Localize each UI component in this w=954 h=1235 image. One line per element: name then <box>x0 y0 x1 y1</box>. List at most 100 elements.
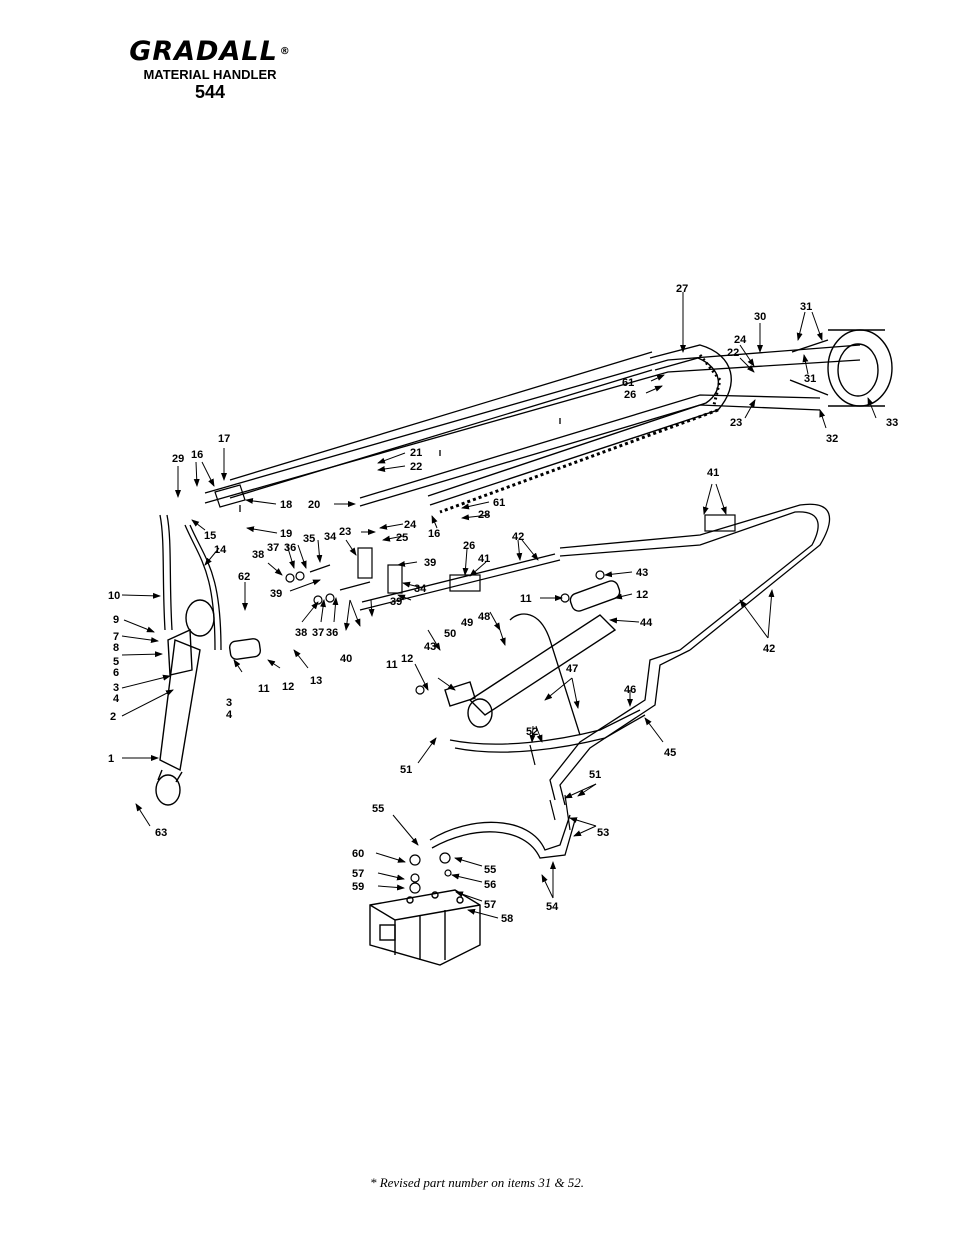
callout-22-top: 22 <box>727 347 739 359</box>
callout-4-right: 4 <box>226 709 233 721</box>
callout-41-right: 41 <box>707 467 719 479</box>
callout-12-mid: 12 <box>401 653 413 665</box>
left-tubes <box>159 514 222 651</box>
callout-39-left: 39 <box>270 588 282 600</box>
callout-26-top: 26 <box>624 389 636 401</box>
callout-63: 63 <box>155 827 167 839</box>
callout-62: 62 <box>238 571 250 583</box>
callout-45: 45 <box>664 747 676 759</box>
callout-36-bottom: 36 <box>326 627 338 639</box>
callout-6: 6 <box>113 667 119 679</box>
callout-16-mid: 16 <box>428 528 440 540</box>
brand-logo: GRADALL® <box>129 36 291 67</box>
callout-54: 54 <box>546 901 559 913</box>
callout-31-bottom: 31 <box>804 373 816 385</box>
callout-52: 52 <box>526 726 538 738</box>
callout-46: 46 <box>624 684 636 696</box>
callout-12-right: 12 <box>636 589 648 601</box>
callout-56: 56 <box>484 879 496 891</box>
callout-20: 20 <box>308 499 320 511</box>
callout-37-top: 37 <box>267 542 279 554</box>
callout-39-right-bottom: 39 <box>390 596 402 608</box>
callout-3-left: 3 <box>113 682 119 694</box>
callout-32: 32 <box>826 433 838 445</box>
callout-50: 50 <box>444 628 456 640</box>
callout-30: 30 <box>754 311 766 323</box>
callout-12-left: 12 <box>282 681 294 693</box>
callout-41-mid: 41 <box>478 553 490 565</box>
callout-38-top: 38 <box>252 549 264 561</box>
callout-11-left: 11 <box>258 683 270 695</box>
left-cylinder <box>155 599 262 806</box>
callout-60: 60 <box>352 848 364 860</box>
callout-24-mid: 24 <box>404 519 417 531</box>
callout-61-mid: 61 <box>493 497 505 509</box>
callout-23-top: 23 <box>730 417 742 429</box>
callout-23-mid: 23 <box>339 526 351 538</box>
callout-42-top: 42 <box>512 531 524 543</box>
callout-51-left: 51 <box>400 764 412 776</box>
callout-37-bottom: 37 <box>312 627 324 639</box>
callout-42-right: 42 <box>763 643 775 655</box>
callout-1: 1 <box>108 753 114 765</box>
callout-47: 47 <box>566 663 578 675</box>
product-subtitle: MATERIAL HANDLER <box>143 67 277 82</box>
callout-49: 49 <box>461 617 473 629</box>
callout-25: 25 <box>396 532 408 544</box>
callout-14: 14 <box>214 544 227 556</box>
callout-16-left: 16 <box>191 449 203 461</box>
leader-lines <box>121 292 877 919</box>
callout-labels: 27 30 31 31 24 22 23 32 33 61 26 21 22 1… <box>108 283 898 925</box>
callout-3-right: 3 <box>226 697 232 709</box>
callout-40: 40 <box>340 653 352 665</box>
valve-fittings <box>409 744 571 894</box>
callout-43-top: 43 <box>636 567 648 579</box>
callout-53: 53 <box>597 827 609 839</box>
callout-17: 17 <box>218 433 230 445</box>
callout-26-mid: 26 <box>463 540 475 552</box>
boom-rails <box>204 344 861 512</box>
callout-13: 13 <box>310 675 322 687</box>
callout-31-top: 31 <box>800 301 812 313</box>
callout-61-top: 61 <box>622 377 634 389</box>
callout-35: 35 <box>303 533 315 545</box>
callout-33: 33 <box>886 417 898 429</box>
callout-39-right-top: 39 <box>424 557 436 569</box>
callout-27: 27 <box>676 283 688 295</box>
control-valve <box>369 889 481 966</box>
callout-43-mid: 43 <box>424 641 436 653</box>
callout-24-top: 24 <box>734 334 747 346</box>
revision-footnote: * Revised part number on items 31 & 52. <box>369 1175 585 1190</box>
callout-36-top: 36 <box>284 542 296 554</box>
callout-7: 7 <box>113 631 119 643</box>
model-number: 544 <box>194 82 226 102</box>
callout-48: 48 <box>478 611 490 623</box>
callout-19: 19 <box>280 528 292 540</box>
callout-58: 58 <box>501 913 513 925</box>
callout-38-bottom: 38 <box>295 627 307 639</box>
callout-57-right: 57 <box>484 899 496 911</box>
callout-51-right: 51 <box>589 769 601 781</box>
callout-15: 15 <box>204 530 216 542</box>
callout-22-mid: 22 <box>410 461 422 473</box>
callout-9: 9 <box>113 614 119 626</box>
callout-34-top: 34 <box>324 531 337 543</box>
callout-8: 8 <box>113 642 119 654</box>
callout-29: 29 <box>172 453 184 465</box>
hose-lines <box>359 503 831 859</box>
callout-57-left: 57 <box>352 868 364 880</box>
callout-11-mid: 11 <box>386 659 398 671</box>
cable-carrier <box>427 344 732 514</box>
callout-18: 18 <box>280 499 292 511</box>
callout-28: 28 <box>478 509 490 521</box>
callout-10: 10 <box>108 590 120 602</box>
callout-21: 21 <box>410 447 422 459</box>
callout-55-right: 55 <box>484 864 496 876</box>
callout-34-right: 34 <box>414 583 427 595</box>
brand-block: GRADALL® MATERIAL HANDLER 544 <box>110 36 310 103</box>
callout-55-left: 55 <box>372 803 384 815</box>
callout-5: 5 <box>113 656 119 668</box>
callout-44: 44 <box>640 617 653 629</box>
hose-reel <box>789 329 893 407</box>
